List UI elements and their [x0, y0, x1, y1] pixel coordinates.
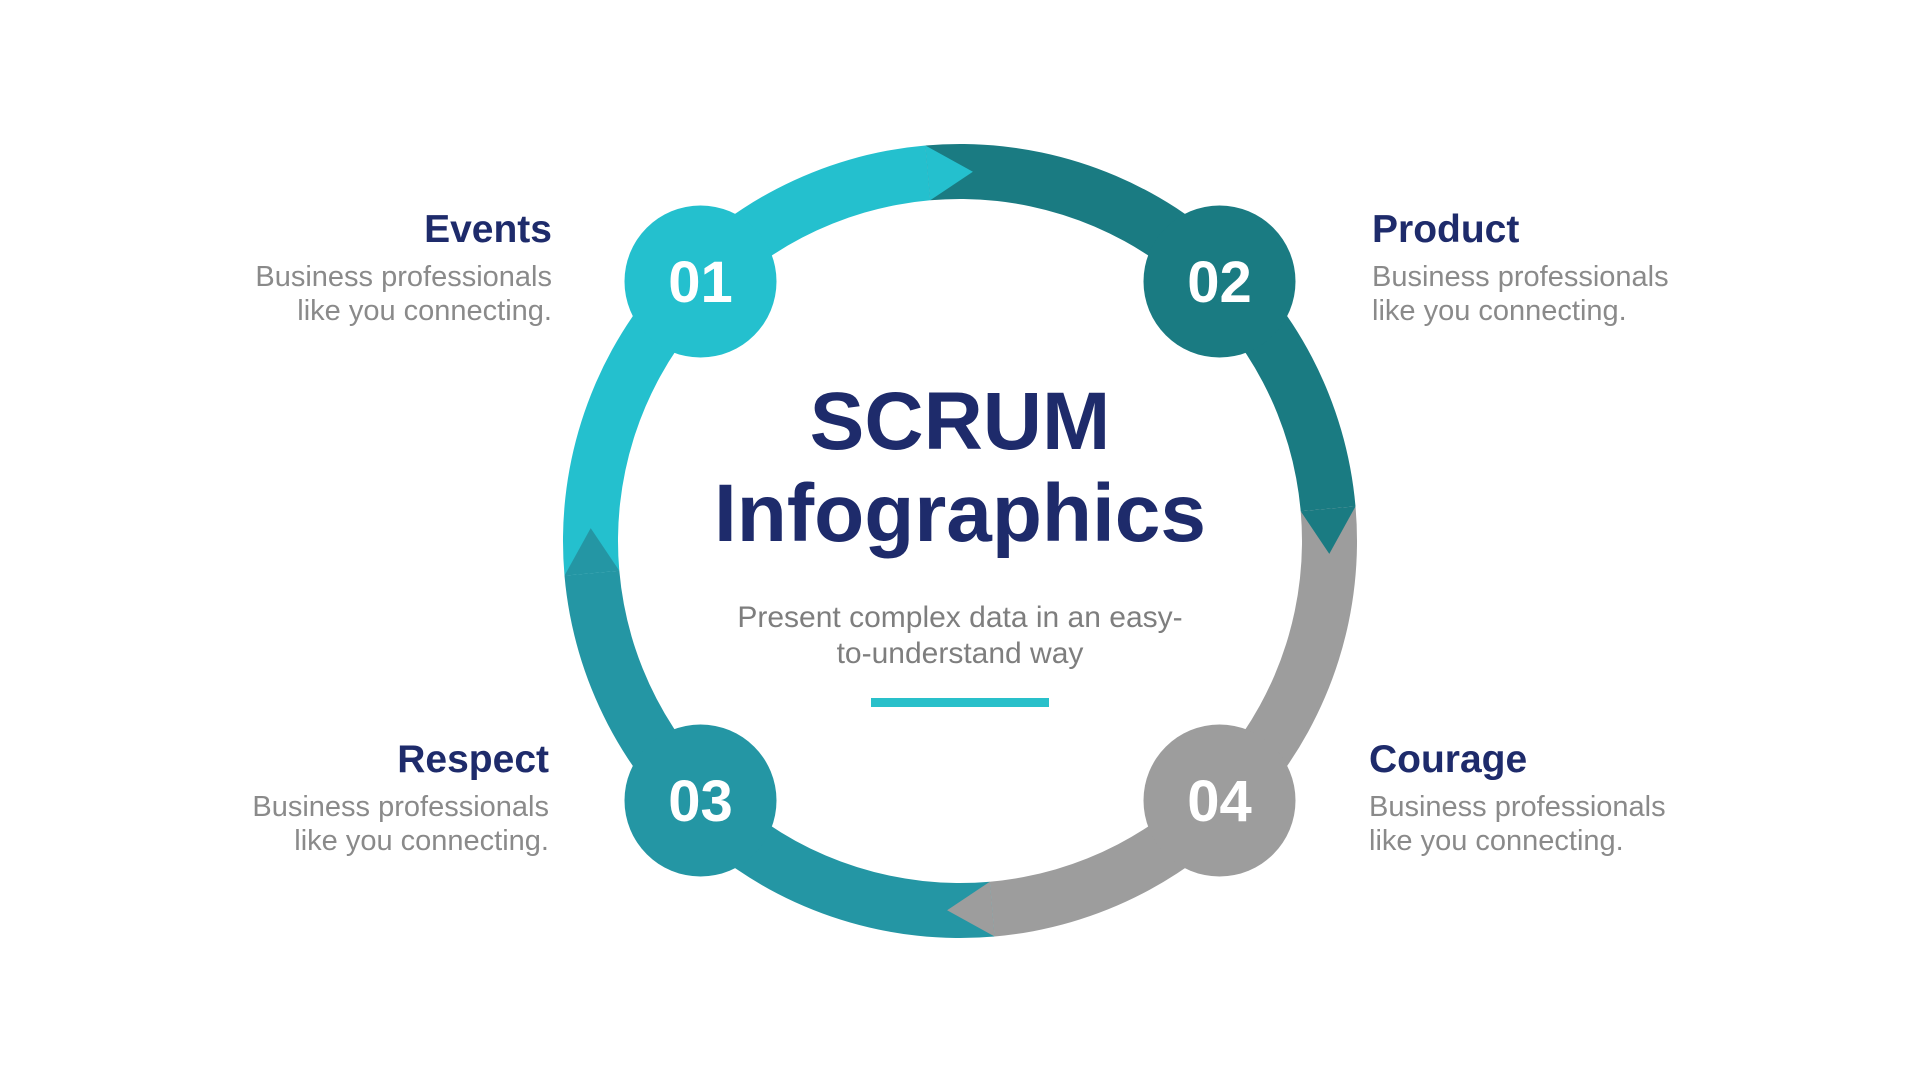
- step-description-respect: Business professionals like you connecti…: [189, 790, 549, 858]
- page-subtitle-line2: to-understand way: [836, 637, 1084, 670]
- step-label-product: Product Business professionals like you …: [1372, 208, 1732, 328]
- node-circle-04: [1143, 724, 1296, 877]
- page-subtitle: Present complex data in an easy- to-unde…: [620, 600, 1300, 672]
- step-description-events-line2: like you connecting.: [297, 295, 552, 328]
- step-description-courage-line1: Business professionals: [1369, 790, 1666, 823]
- node-number-04: 04: [1187, 769, 1252, 834]
- step-description-product: Business professionals like you connecti…: [1372, 260, 1732, 328]
- arrowhead-top-icon: [925, 145, 973, 201]
- node-number-01: 01: [668, 250, 733, 315]
- step-title-courage: Courage: [1369, 738, 1528, 781]
- step-description-courage-line2: like you connecting.: [1369, 825, 1624, 858]
- step-label-events: Events Business professionals like you c…: [192, 208, 552, 328]
- step-description-respect-line1: Business professionals: [252, 790, 549, 823]
- center-title-block: SCRUM Infographics Present complex data …: [620, 376, 1300, 707]
- step-title-respect: Respect: [397, 738, 549, 781]
- node-circle-02: [1143, 205, 1296, 358]
- step-description-product-line2: like you connecting.: [1372, 295, 1627, 328]
- page-title-line2: Infographics: [713, 468, 1207, 559]
- step-description-product-line1: Business professionals: [1372, 260, 1669, 293]
- step-description-respect-line2: like you connecting.: [294, 825, 549, 858]
- arrowhead-left-icon: [564, 528, 620, 576]
- node-number-02: 02: [1187, 250, 1252, 315]
- step-title-product: Product: [1372, 208, 1520, 251]
- arrowhead-bottom-icon: [947, 881, 995, 937]
- page-title-line1: SCRUM: [809, 376, 1111, 467]
- step-description-courage: Business professionals like you connecti…: [1369, 790, 1729, 858]
- page-subtitle-line1: Present complex data in an easy-: [737, 601, 1183, 634]
- step-label-respect: Respect Business professionals like you …: [189, 738, 549, 858]
- node-circle-01: [624, 205, 777, 358]
- step-title-events: Events: [424, 208, 552, 251]
- title-underline-accent: [871, 698, 1049, 707]
- arrowhead-right-icon: [1300, 506, 1356, 554]
- node-circle-03: [624, 724, 777, 877]
- step-description-events: Business professionals like you connecti…: [192, 260, 552, 328]
- node-number-03: 03: [668, 769, 733, 834]
- step-label-courage: Courage Business professionals like you …: [1369, 738, 1729, 858]
- step-description-events-line1: Business professionals: [255, 260, 552, 293]
